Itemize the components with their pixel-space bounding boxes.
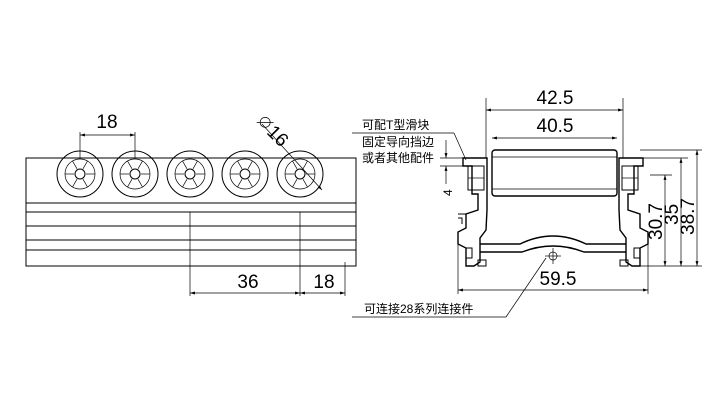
roller-tube: [491, 149, 618, 197]
dim-height-mid: 35: [662, 204, 683, 225]
dim-pitch-top: 18: [96, 112, 117, 133]
dim-height-total: 38.7: [678, 198, 699, 235]
note-bottom: 可连接28系列连接件: [364, 301, 473, 316]
note-top-line1: 可配T型滑块: [362, 118, 429, 132]
roller: [166, 150, 214, 198]
side-view: 18 16 36 18: [25, 112, 357, 296]
roller-group: [56, 150, 324, 198]
note-top-line2: 固定导向挡边: [362, 134, 434, 149]
roller: [221, 150, 269, 198]
dim-end-bottom: 18: [313, 272, 334, 293]
roller: [56, 150, 104, 198]
note-top-line3: 或者其他配件: [362, 151, 434, 165]
dim-width-outer: 42.5: [537, 88, 574, 109]
roller: [111, 150, 159, 198]
section-view: 42.5 40.5 4: [440, 88, 702, 294]
dim-spacing-bottom: 36: [237, 272, 258, 293]
dim-diameter: 16: [262, 122, 292, 152]
dim-height-low: 30.7: [646, 203, 667, 240]
diameter-symbol: [259, 116, 271, 128]
dim-gap: 4: [441, 189, 455, 196]
dim-width-inner: 40.5: [537, 116, 574, 137]
dim-base-width: 59.5: [540, 269, 577, 290]
annotations: 可配T型滑块 固定导向挡边 或者其他配件 可连接28系列连接件: [352, 118, 547, 318]
